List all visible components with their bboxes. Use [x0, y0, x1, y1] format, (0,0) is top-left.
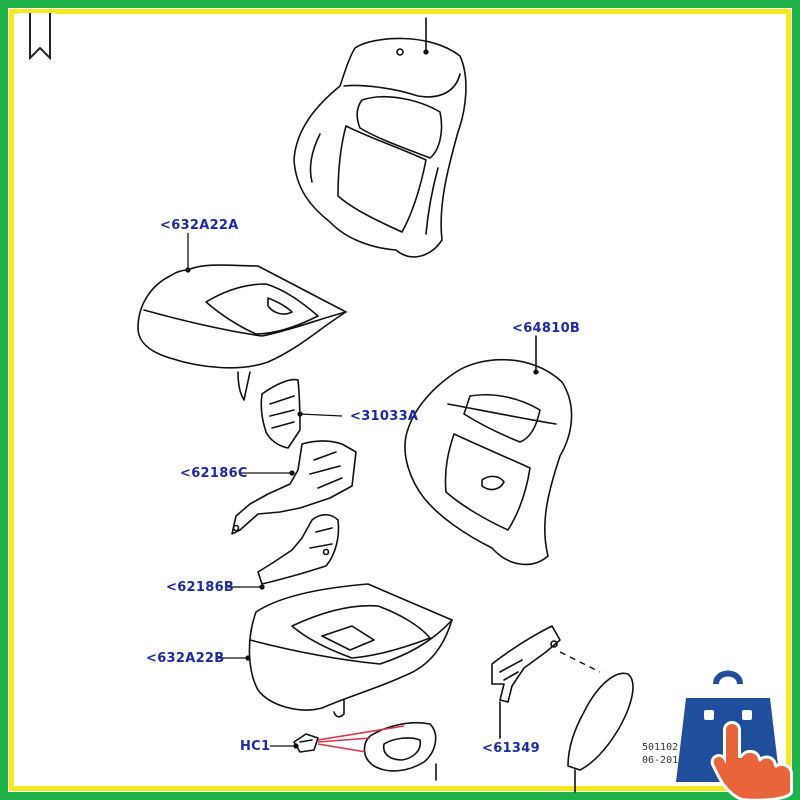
- hand-pointer-icon: [710, 721, 793, 800]
- label-61349: <61349: [482, 741, 540, 756]
- recliner-cover-bracket: [491, 625, 561, 739]
- shopping-bag-icon[interactable]: [676, 666, 800, 800]
- label-31033A: <31033A: [350, 409, 419, 424]
- label-HC1: HC1: [240, 739, 271, 754]
- label-632A22A: <632A22A: [160, 218, 239, 233]
- clip-part: [293, 733, 319, 753]
- label-62186C: <62186C: [180, 466, 248, 481]
- reference-block: 501102 06-201: [642, 742, 678, 767]
- inner-border: [9, 9, 791, 791]
- red-leaders: [317, 725, 405, 753]
- backrest-cover-upper: [293, 17, 467, 258]
- seat-cushion-pad-lower: [248, 583, 453, 718]
- reference-date: 06-201: [642, 754, 679, 766]
- label-62186B: <62186B: [166, 580, 235, 595]
- dashed-leader: [559, 651, 601, 673]
- backrest-pad: [404, 335, 573, 566]
- handle-cover: [363, 721, 437, 781]
- recliner-side-cover: [567, 672, 634, 793]
- callout-leaders: [185, 49, 539, 749]
- trim-bracket-b: [257, 513, 340, 585]
- seat-cushion-pad-upper: [137, 264, 347, 401]
- reference-code: 501102: [642, 742, 679, 753]
- trim-bracket-c: [231, 440, 357, 535]
- side-shield: [260, 378, 301, 449]
- label-64810B: <64810B: [512, 321, 581, 336]
- label-632A22B: <632A22B: [146, 651, 225, 666]
- bookmark-icon[interactable]: [18, 13, 56, 61]
